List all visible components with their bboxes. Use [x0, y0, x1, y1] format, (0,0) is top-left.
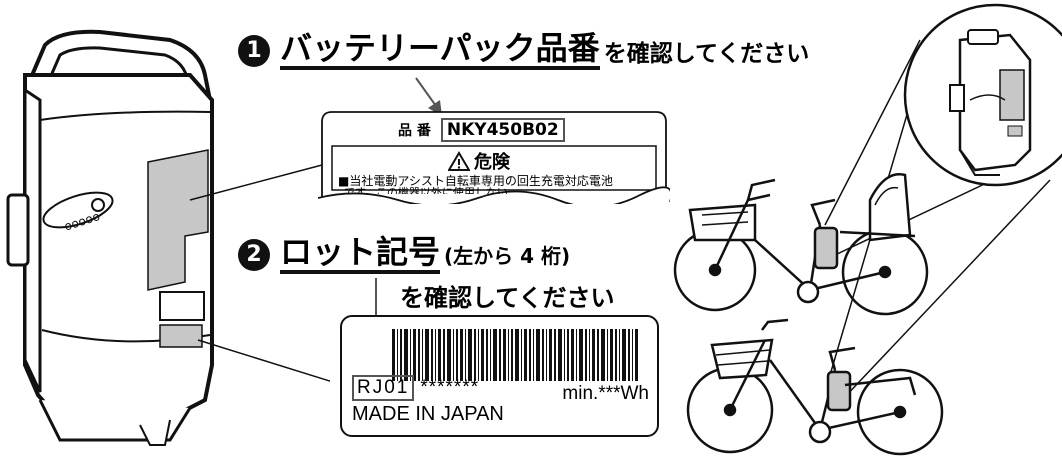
serial-mask: *******	[420, 377, 480, 398]
barcode	[392, 329, 638, 381]
bicycle-child-seat	[673, 173, 929, 316]
warning-title: 危険	[474, 152, 510, 173]
bicycle-basket	[686, 318, 944, 456]
step2-number-badge: 2	[238, 238, 270, 271]
step2-paren-text: (左から 4 桁)	[444, 244, 571, 269]
battery-label-area-1	[147, 149, 209, 291]
step2-instruction: 2 ロット記号 (左から 4 桁)	[238, 235, 571, 274]
warning-line-2: です。この機器以外に使用しない	[344, 186, 508, 194]
origin-text: MADE IN JAPAN	[352, 403, 504, 425]
barcode-label: RJ01 ******* min.***Wh MADE IN JAPAN	[340, 315, 659, 437]
pointer-line-2	[197, 339, 330, 382]
step2-keyword: ロット記号	[280, 235, 441, 274]
battery-label-area-2	[159, 324, 203, 348]
step1-keyword: バッテリーパック品番	[280, 31, 600, 70]
model-number-value: NKY450B02	[440, 118, 565, 142]
battery-handle	[28, 29, 212, 101]
step1-number-badge: 1	[238, 34, 270, 67]
warning-line-1: ■当社電動アシスト自転車専用の回生充電対応電池	[338, 174, 613, 188]
magnifier-inset	[903, 3, 1062, 187]
battery-logo-oval	[42, 191, 114, 229]
capacity-text: min.***Wh	[562, 383, 649, 404]
pointer-line-1	[189, 164, 323, 201]
warning-triangle-icon	[448, 151, 470, 171]
battery-pack-illustration: ooooo	[6, 29, 330, 446]
model-number-label: 品 番	[398, 123, 431, 139]
lot-code: RJ01	[352, 375, 415, 401]
bicycles-illustration	[673, 3, 1062, 456]
step1-rest-text: を確認してください	[603, 40, 810, 67]
product-label: 品 番 NKY450B02 危険 ■当社電動アシスト自転車専用の回生充電対応電池…	[318, 108, 670, 204]
step1-instruction: 1 バッテリーパック品番 を確認してください	[238, 31, 810, 70]
step2-rest-text: を確認してください	[400, 284, 615, 312]
